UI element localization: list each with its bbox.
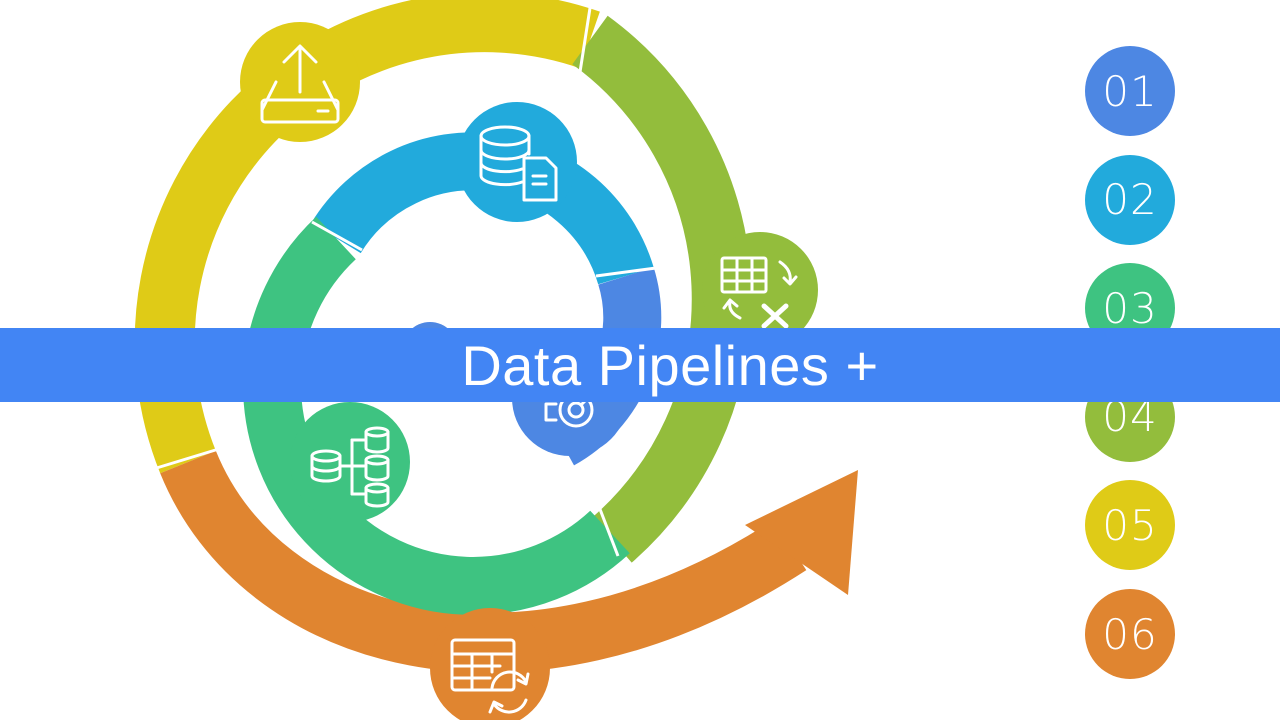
upload-tray-icon: [260, 44, 340, 124]
ring-divider: [311, 220, 363, 252]
bubble-database-doc: [457, 102, 577, 222]
inner-ring-green: [243, 216, 630, 615]
bubble-transform: [702, 232, 818, 348]
step-badge-01: 01: [1085, 46, 1175, 136]
database-document-icon: [479, 125, 558, 202]
outer-ring-arrowhead: [745, 470, 858, 595]
ring-divider: [578, 7, 592, 73]
outer-ring-orange: [160, 450, 807, 673]
step-badge-06: 06: [1085, 589, 1175, 679]
step-badge-02: 02: [1085, 154, 1175, 245]
ring-divider: [149, 446, 223, 472]
step-badge-05: 05: [1085, 480, 1175, 571]
bubble-table-sync: [430, 608, 550, 720]
table-transform-icon: [720, 256, 798, 329]
table-sync-icon: [450, 638, 530, 714]
database-hierarchy-icon: [310, 426, 390, 508]
title-banner: Data Pipelines +: [0, 328, 1280, 402]
page-title: Data Pipelines +: [461, 333, 879, 397]
bubble-hierarchy: [290, 402, 410, 522]
ring-divider: [596, 503, 620, 557]
ring-divider: [595, 266, 657, 278]
